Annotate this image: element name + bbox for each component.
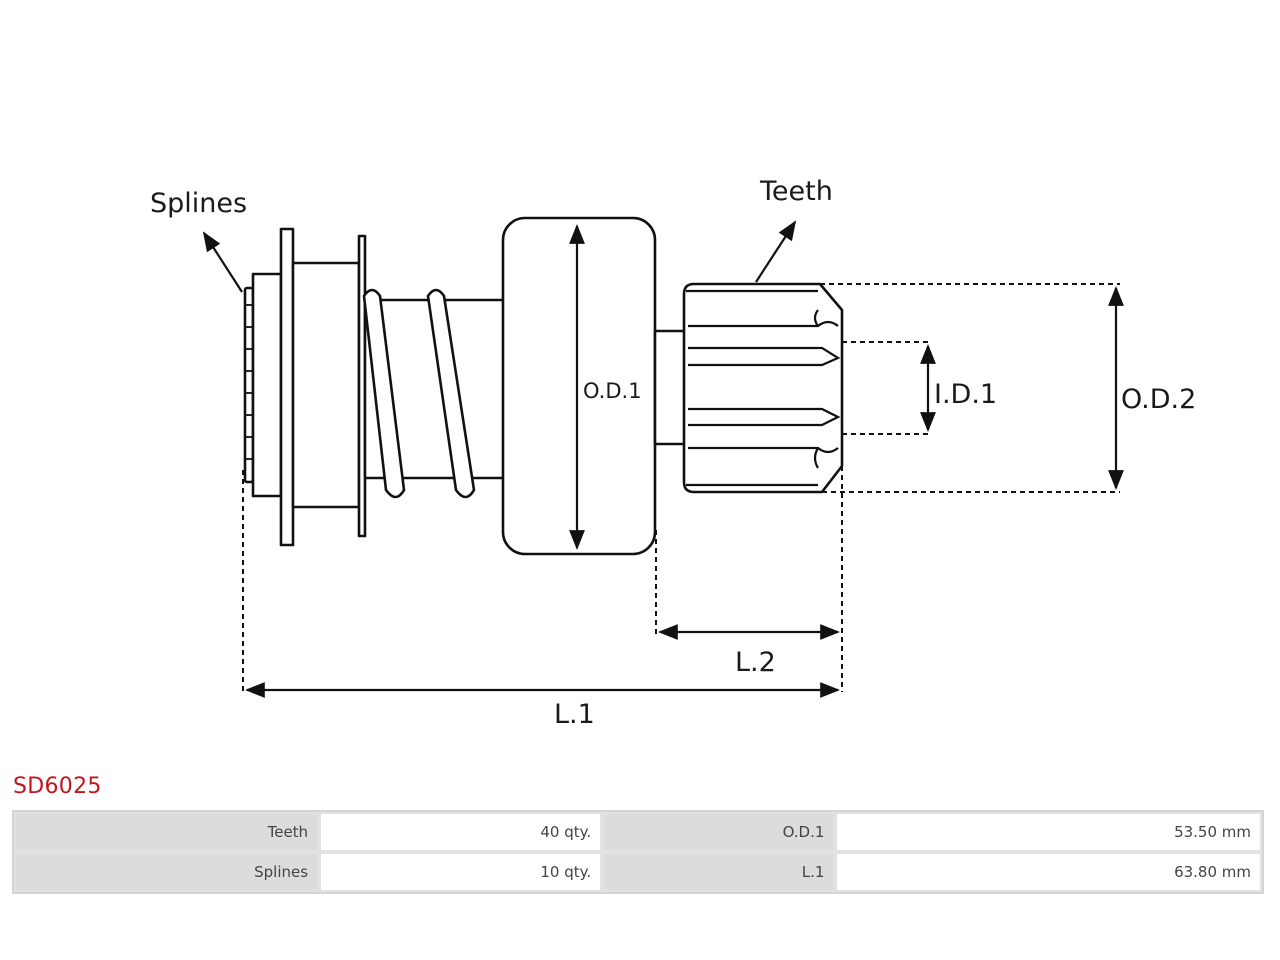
teeth-pointer — [755, 220, 797, 283]
spec-label: Teeth — [14, 812, 320, 852]
spec-value: 40 qty. — [319, 812, 603, 852]
table-row: Splines 10 qty. L.1 63.80 mm — [14, 852, 1262, 892]
spec-label: Splines — [14, 852, 320, 892]
label-id1: I.D.1 — [934, 379, 997, 410]
pinion-gear — [682, 282, 844, 494]
dimension-arrows — [202, 220, 1124, 698]
shaft-neck — [653, 329, 687, 446]
spec-value: 10 qty. — [319, 852, 603, 892]
starter-drive-diagram: Splines Teeth O.D.1 I.D.1 O.D.2 L.2 L.1 — [150, 176, 1196, 730]
spec-value: 63.80 mm — [835, 852, 1262, 892]
spec-label: O.D.1 — [602, 812, 836, 852]
rear-flange — [279, 227, 295, 547]
label-teeth: Teeth — [759, 176, 833, 207]
dimension-guides — [242, 283, 1120, 692]
label-l1: L.1 — [554, 699, 595, 730]
splines-pointer — [202, 231, 243, 293]
specs-table: Teeth 40 qty. O.D.1 53.50 mm Splines 10 … — [12, 810, 1264, 894]
spline-collar — [251, 272, 283, 498]
label-splines: Splines — [150, 188, 247, 219]
label-l2: L.2 — [735, 647, 776, 678]
spline-ticks — [244, 304, 253, 460]
hub — [291, 261, 361, 509]
spring-coils — [362, 288, 476, 499]
gear-teeth-lines — [686, 289, 841, 487]
table-row: Teeth 40 qty. O.D.1 53.50 mm — [14, 812, 1262, 852]
spec-label: L.1 — [602, 852, 836, 892]
diagram-labels: Splines Teeth O.D.1 I.D.1 O.D.2 L.2 L.1 — [150, 176, 1196, 730]
spec-value: 53.50 mm — [835, 812, 1262, 852]
part-number: SD6025 — [13, 774, 102, 799]
drive-outline — [243, 216, 844, 556]
label-od1: O.D.1 — [583, 379, 642, 403]
label-od2: O.D.2 — [1121, 384, 1196, 415]
